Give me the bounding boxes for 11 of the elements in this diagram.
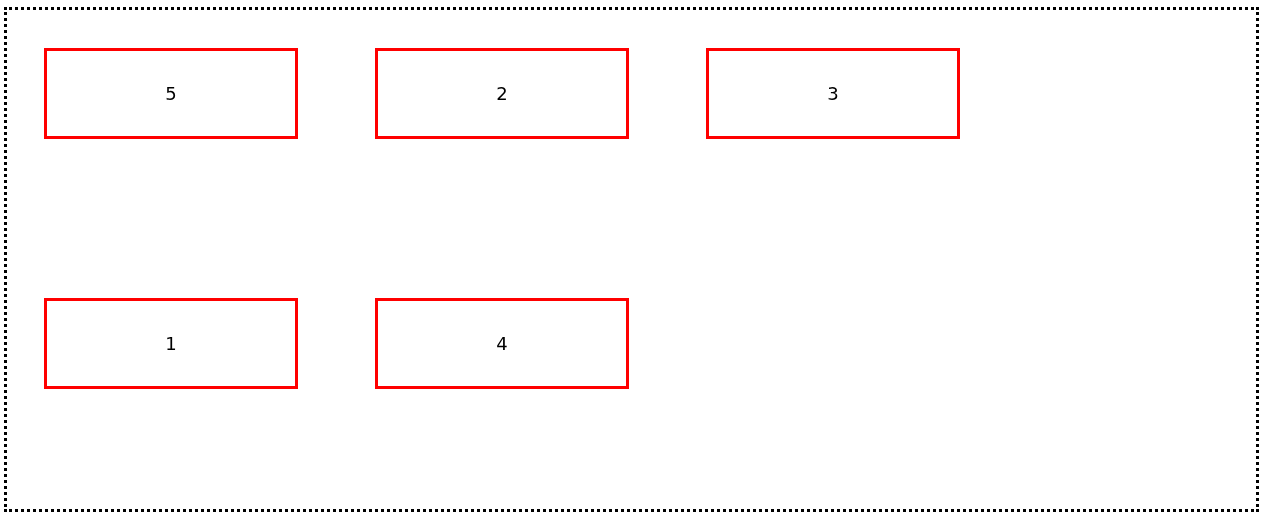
container-box [4, 7, 1259, 512]
box-number: 1 [165, 333, 177, 354]
box-number: 2 [496, 83, 508, 104]
box [44, 48, 298, 139]
box [375, 298, 629, 389]
box-number: 5 [165, 83, 177, 104]
box-number: 4 [496, 333, 508, 354]
box [375, 48, 629, 139]
box [706, 48, 960, 139]
box-number: 3 [827, 83, 839, 104]
box [44, 298, 298, 389]
